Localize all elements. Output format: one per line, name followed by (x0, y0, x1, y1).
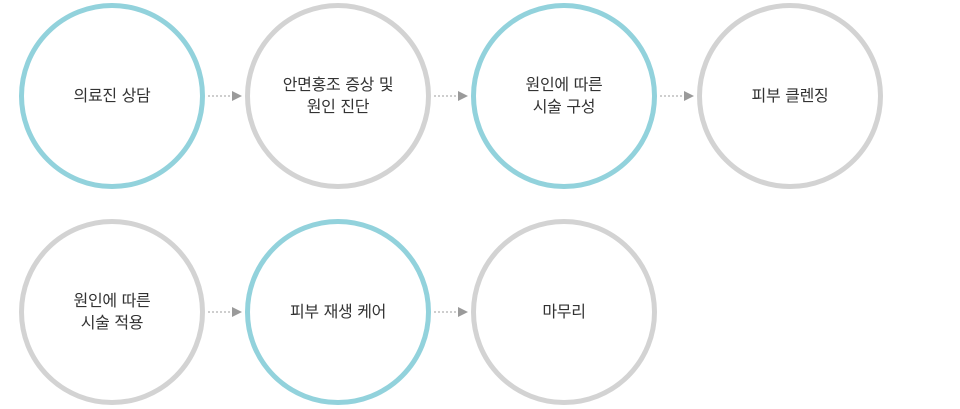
step-circle-7: 마무리 (471, 219, 657, 405)
step-circle-6: 피부 재생 케어 (245, 219, 431, 405)
arrow-right-icon (432, 90, 470, 102)
step-label: 마무리 (542, 302, 586, 321)
step-label: 원인에 따른 시술 구성 (525, 75, 603, 116)
step-label: 의료진 상담 (73, 86, 151, 105)
step-circle-1: 의료진 상담 (19, 3, 205, 189)
arrow-right-icon (206, 90, 244, 102)
arrow-right-icon (432, 306, 470, 318)
step-circle-4: 피부 클렌징 (697, 3, 883, 189)
step-label: 안면홍조 증상 및 원인 진단 (282, 75, 394, 116)
step-label: 원인에 따른 시술 적용 (73, 291, 151, 332)
step-circle-5: 원인에 따른 시술 적용 (19, 219, 205, 405)
step-circle-3: 원인에 따른 시술 구성 (471, 3, 657, 189)
arrow-right-icon (206, 306, 244, 318)
arrow-right-icon (658, 90, 696, 102)
step-label: 피부 재생 케어 (289, 302, 387, 321)
step-label: 피부 클렌징 (751, 86, 829, 105)
step-circle-2: 안면홍조 증상 및 원인 진단 (245, 3, 431, 189)
